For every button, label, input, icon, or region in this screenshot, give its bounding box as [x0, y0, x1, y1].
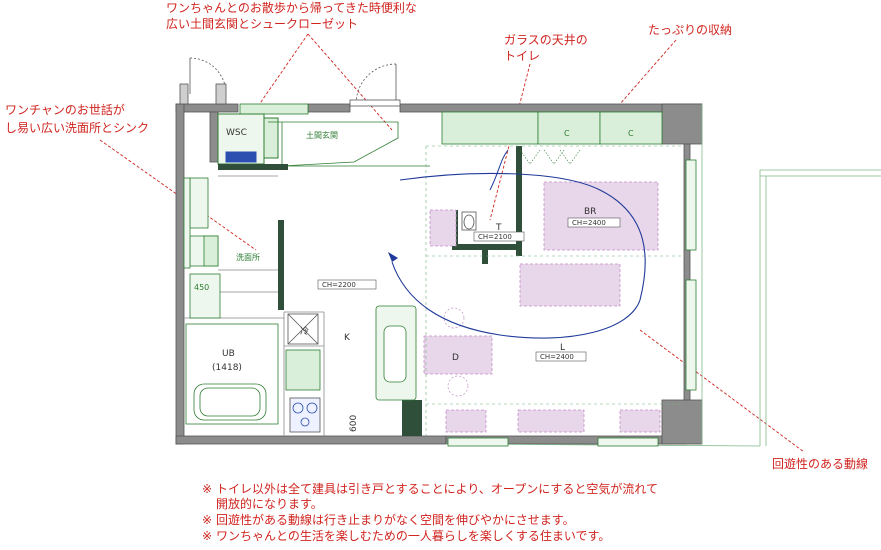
wall-right — [683, 143, 691, 401]
entrance-leader-right — [307, 33, 393, 131]
zone-sofa — [519, 263, 621, 307]
wall-bottom-left — [175, 435, 447, 445]
balcony-lines — [445, 104, 881, 447]
note-text: 回遊性がある動線は行き止まりがなく空間を伸びやかにさせます。 — [216, 513, 575, 527]
wall-bedroom-left — [516, 146, 522, 256]
unit-bath-label: UB — [222, 349, 235, 359]
toilet-ch-box — [473, 231, 525, 242]
zone-dining — [423, 335, 493, 375]
closet-c2 — [599, 111, 663, 145]
ceiling-lines — [425, 145, 684, 436]
closet-c2-label: C — [628, 129, 634, 138]
note-bullet: ※ — [202, 482, 213, 496]
toilet-ch-label: CH=2100 — [478, 233, 512, 241]
closet-1 — [441, 111, 539, 145]
note-text: ワンちゃんとの生活を楽しむための一人暮らしを楽しくする住まいです。 — [216, 529, 611, 543]
zone-tv-3 — [619, 409, 661, 433]
closet-c1-label: C — [564, 129, 570, 138]
wsc-label: WSC — [226, 128, 247, 138]
note-line-2: 開放的になります。 — [202, 497, 323, 512]
hall-ch-label: CH=2200 — [322, 281, 356, 289]
fridge-label: 冷 — [300, 325, 309, 337]
note-line-1: ※トイレ以外は全て建具は引き戸とすることにより、オープンにすると空気が流れて — [202, 482, 658, 497]
width-450-label: 450 — [194, 283, 209, 292]
wall-top-mid — [307, 103, 351, 113]
note-text: 開放的になります。 — [216, 497, 323, 511]
toilet-label: T — [495, 223, 502, 233]
glass-ceiling-marks — [519, 149, 581, 165]
doma-label: 土間玄関 — [306, 130, 338, 140]
wall-corner-bottom-right — [661, 399, 703, 445]
zone-tv-2 — [517, 409, 585, 433]
kitchen-fixtures — [285, 305, 417, 433]
washroom-label: 洗面所 — [236, 252, 260, 262]
storage-leader — [605, 39, 677, 121]
living-ch-box — [535, 351, 587, 362]
unit-bath-size: (1418) — [212, 363, 242, 373]
wall-top-right — [399, 103, 703, 113]
washroom-annotation-line2: し易い広い洗面所とシンク — [5, 121, 149, 135]
bedroom-ch-label: CH=2400 — [572, 219, 606, 227]
storage-closets — [239, 103, 663, 145]
washroom-fixtures — [185, 177, 279, 425]
doma-area — [268, 121, 430, 167]
entrance-annotation-line2: 広い土間玄関とシュークローゼット — [166, 16, 358, 31]
entrance-doors — [179, 57, 401, 107]
bedroom-ch-box — [567, 217, 621, 228]
wall-left — [175, 103, 185, 445]
bedroom-label: BR — [584, 207, 596, 217]
hall-ch-box — [317, 279, 377, 290]
dining-chairs — [443, 307, 469, 397]
zone-toilet-side — [429, 209, 457, 247]
wall-corner-top-right — [661, 103, 703, 145]
note-bullet: ※ — [202, 529, 213, 543]
washroom-annotation-line1: ワンチャンのお世話が — [5, 102, 125, 117]
note-text: トイレ以外は全て建具は引き戸とすることにより、オープンにすると空気が流れて — [216, 482, 658, 496]
wall-kitchen-bottom — [402, 400, 422, 436]
circulation-flow-line — [391, 172, 646, 339]
windows — [183, 159, 697, 447]
wall-toilet-stub — [482, 244, 488, 264]
wall-wsc-left — [209, 111, 219, 163]
circulation-leader — [639, 329, 805, 453]
furniture-zones — [423, 181, 661, 433]
kitchen-label: K — [344, 333, 351, 343]
toilet-fixtures — [461, 211, 477, 231]
circulation-flow-arrow — [388, 252, 398, 262]
circulation-annotation: 回遊性のある動線 — [772, 456, 868, 471]
closet-c1 — [537, 111, 601, 145]
living-ch-label: CH=2400 — [540, 353, 574, 361]
note-line-4: ※ワンちゃんとの生活を楽しむための一人暮らしを楽しくする住まいです。 — [202, 529, 610, 544]
living-label: L — [560, 343, 565, 353]
window-top-left — [239, 103, 309, 115]
zone-bed — [543, 181, 659, 251]
wsc-area — [217, 113, 279, 165]
wall-top-left — [175, 103, 239, 113]
wall-doma-bottom — [218, 164, 288, 170]
flow-branch — [489, 149, 509, 191]
toilet-annotation-line2: トイレ — [504, 49, 540, 63]
wall-washroom-right — [278, 220, 284, 310]
outer-walls — [175, 103, 703, 445]
note-line-3: ※回遊性がある動線は行き止まりがなく空間を伸びやかにさせます。 — [202, 513, 575, 528]
note-bullet: ※ — [202, 513, 213, 527]
storage-annotation: たっぷりの収納 — [648, 23, 732, 37]
dim-600-label: 600 — [349, 415, 359, 432]
entrance-annotation-line1: ワンちゃんとのお散歩から帰ってきた時便利な — [166, 0, 417, 15]
zone-tv-1 — [445, 409, 487, 433]
dining-label: D — [452, 353, 459, 363]
toilet-annotation-line1: ガラスの天井の — [504, 33, 588, 47]
